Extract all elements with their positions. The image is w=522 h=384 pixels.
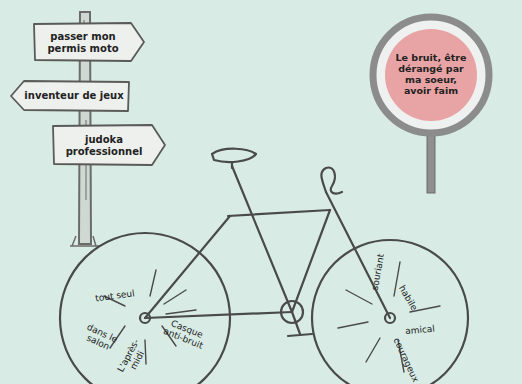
wheel-rim (60, 233, 230, 384)
wheel-word: L'après-midi (114, 335, 152, 382)
wheel-word: amical (395, 323, 446, 338)
wheel: sourianthabileamicalcourageux (310, 238, 470, 384)
sign-board (11, 81, 129, 111)
direction-sign: passer mon permis moto (33, 22, 145, 62)
sign-board (53, 125, 165, 165)
wheel-rim (312, 240, 468, 384)
sign-board (34, 23, 144, 61)
wheel-word: courageux (389, 331, 424, 384)
node-outline (58, 231, 232, 384)
direction-sign: judoka professionnel (52, 124, 166, 166)
sign-stick (427, 135, 435, 193)
bicycle-frame (140, 149, 395, 336)
node-label: judoka professionnel (59, 134, 149, 157)
wheel-spokes (104, 262, 440, 372)
stop-sign: Le bruit, être dérangé par ma soeur, avo… (369, 13, 493, 137)
node-label: Le bruit, être dérangé par ma soeur, avo… (392, 53, 470, 97)
node-label: passer mon permis moto (40, 31, 126, 54)
wheel: tout seul dans le salonL'après-midiCasque… (58, 231, 232, 384)
wheel-word: Casque anti-bruit (157, 315, 213, 354)
node-outline (310, 238, 470, 384)
wheel-word: tout seul (85, 287, 146, 306)
wheel-word: dans le salon (75, 319, 125, 357)
sign-ring (373, 17, 489, 133)
node-label: inventeur de jeux (21, 90, 127, 102)
direction-sign: inventeur de jeux (10, 80, 130, 112)
wheel-word: habile (391, 274, 425, 322)
wheel-word: souriant (368, 242, 389, 303)
sign-face (385, 29, 477, 121)
